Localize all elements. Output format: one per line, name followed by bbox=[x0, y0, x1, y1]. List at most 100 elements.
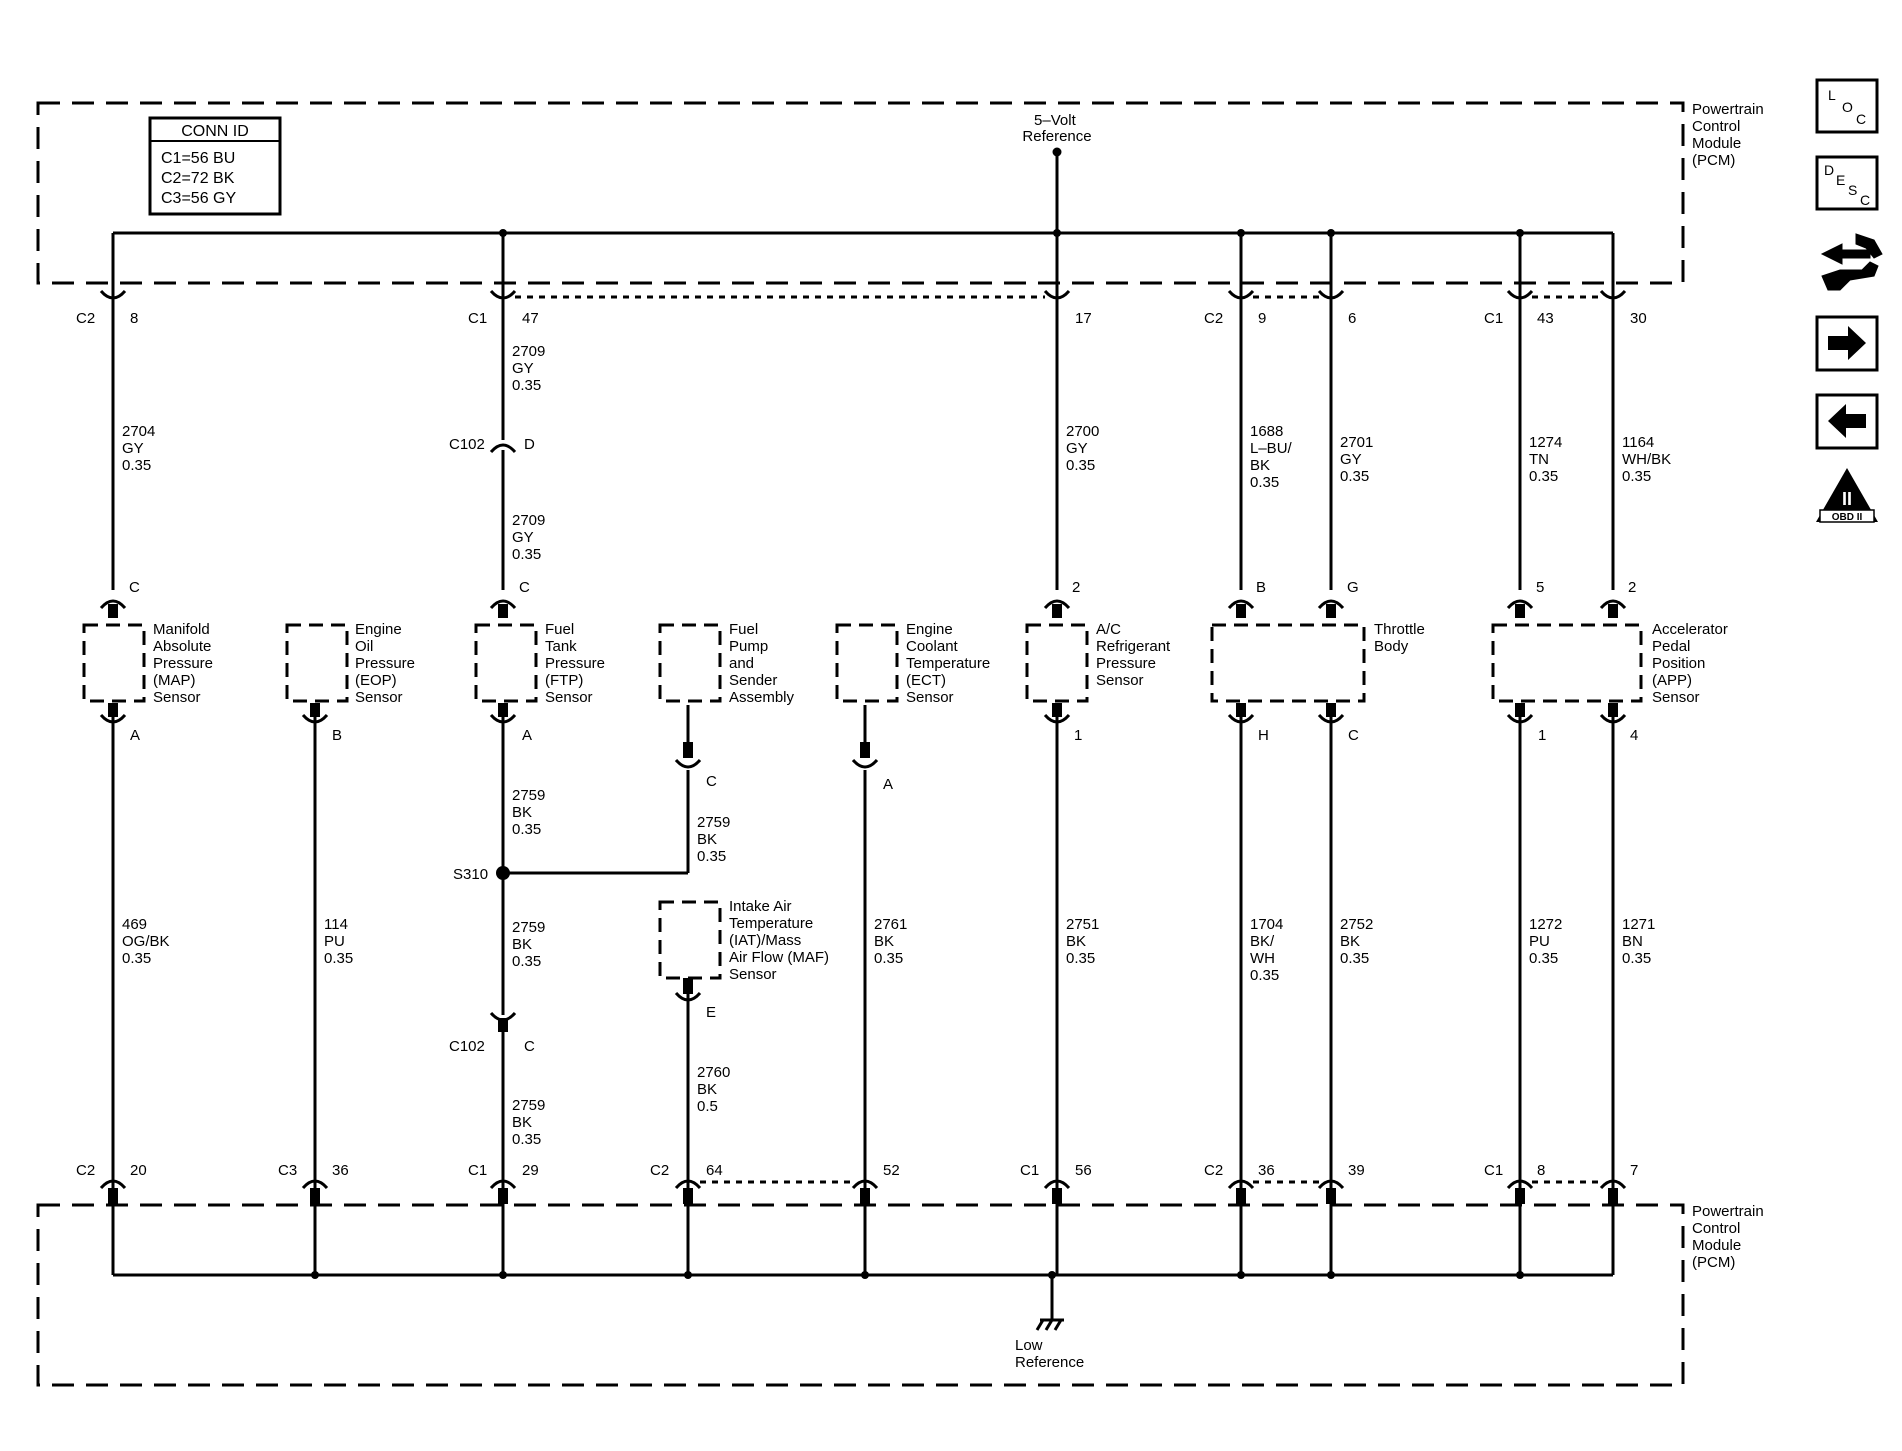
throttle-body-label: Throttle Body bbox=[1374, 621, 1429, 655]
splice-label: S310 bbox=[453, 866, 488, 883]
inline-connector-name: C102 bbox=[449, 1038, 485, 1055]
component-pin: C bbox=[1348, 727, 1359, 744]
component-pin: C bbox=[706, 773, 717, 790]
pin-number: 64 bbox=[706, 1162, 723, 1179]
component-pin: 5 bbox=[1536, 579, 1544, 596]
pcm-top-label: Powertrain Control Module (PCM) bbox=[1692, 101, 1768, 169]
connector-label: C1 bbox=[468, 310, 487, 327]
pin-number: 29 bbox=[522, 1162, 539, 1179]
five-volt-reference-bus bbox=[113, 147, 1613, 235]
pin-number: 36 bbox=[332, 1162, 349, 1179]
component-pin: B bbox=[332, 727, 342, 744]
pin-number: 39 bbox=[1348, 1162, 1365, 1179]
app-sensor-label: Accelerator Pedal Position (APP) Sensor bbox=[1652, 621, 1732, 706]
connector-label: C2 bbox=[1204, 310, 1223, 327]
component-pin: G bbox=[1347, 579, 1359, 596]
wire-color-continuation: BK bbox=[1250, 457, 1270, 474]
inline-connector-labels: C102 D C102 C S310 bbox=[449, 436, 535, 1055]
five-volt-reference-label: 5–Volt Reference bbox=[1022, 112, 1091, 145]
component-pin: 2 bbox=[1628, 579, 1636, 596]
pin-number: 9 bbox=[1258, 310, 1266, 327]
desc-button[interactable]: D E S C bbox=[1815, 155, 1879, 211]
svg-text:D: D bbox=[1824, 162, 1834, 178]
conn-id-entry: C3=56 GY bbox=[161, 190, 236, 207]
ftp-sensor-label: Fuel Tank Pressure (FTP) Sensor bbox=[545, 621, 609, 706]
inline-connector-pin: C bbox=[524, 1038, 535, 1055]
obd-ii-button[interactable]: II OBD II bbox=[1816, 468, 1878, 523]
inline-connector-name: C102 bbox=[449, 436, 485, 453]
service-icon-button[interactable] bbox=[1820, 233, 1883, 291]
top-pin-labels: C2 8 C1 47 17 C2 9 6 C1 43 30 bbox=[76, 310, 1647, 327]
component-boxes bbox=[82, 623, 1643, 980]
component-pin: A bbox=[522, 727, 532, 744]
pin-number: 52 bbox=[883, 1162, 900, 1179]
iat-maf-sensor-label: Intake Air Temperature (IAT)/Mass Air Fl… bbox=[729, 898, 833, 983]
ect-sensor-label: Engine Coolant Temperature (ECT) Sensor bbox=[906, 621, 994, 706]
eop-sensor-label: Engine Oil Pressure (EOP) Sensor bbox=[355, 621, 419, 706]
connector-label: C1 bbox=[468, 1162, 487, 1179]
pin-number: 8 bbox=[130, 310, 138, 327]
connector-label: C2 bbox=[76, 1162, 95, 1179]
inline-connector-pin: D bbox=[524, 436, 535, 453]
svg-text:C: C bbox=[1860, 192, 1870, 208]
low-reference-bus bbox=[113, 1273, 1613, 1331]
component-pin-labels: C A B C A C A 2 1 B G H C 5 2 1 4 E bbox=[129, 579, 1638, 1021]
pin-number: 17 bbox=[1075, 310, 1092, 327]
pin-number: 30 bbox=[1630, 310, 1647, 327]
connector-label: C1 bbox=[1020, 1162, 1039, 1179]
svg-text:OBD II: OBD II bbox=[1832, 512, 1863, 523]
svg-text:E: E bbox=[1836, 172, 1845, 188]
component-pin: A bbox=[883, 776, 893, 793]
connector-label: C1 bbox=[1484, 1162, 1503, 1179]
pin-number: 8 bbox=[1537, 1162, 1545, 1179]
pin-contacts bbox=[108, 604, 1618, 1204]
bottom-pin-labels: C2 20 C3 36 C1 29 C2 64 52 C1 56 C2 36 3… bbox=[76, 1162, 1638, 1179]
component-pin: H bbox=[1258, 727, 1269, 744]
component-pin: 1 bbox=[1074, 727, 1082, 744]
component-pin: E bbox=[706, 1004, 716, 1021]
map-sensor-label: Manifold Absolute Pressure (MAP) Sensor bbox=[153, 621, 217, 706]
component-pin: C bbox=[129, 579, 140, 596]
previous-arrow-button[interactable] bbox=[1815, 393, 1879, 450]
conn-id-entry: C1=56 BU bbox=[161, 150, 235, 167]
loc-button[interactable]: L O C bbox=[1815, 78, 1879, 134]
svg-text:S: S bbox=[1848, 182, 1857, 198]
next-arrow-button[interactable] bbox=[1815, 315, 1879, 372]
pin-number: 6 bbox=[1348, 310, 1356, 327]
connector-label: C2 bbox=[76, 310, 95, 327]
svg-text:C: C bbox=[1856, 111, 1866, 127]
splice-dot bbox=[496, 866, 510, 880]
connector-label: C2 bbox=[1204, 1162, 1223, 1179]
pin-number: 36 bbox=[1258, 1162, 1275, 1179]
component-pin: C bbox=[519, 579, 530, 596]
pcm-top-box bbox=[36, 101, 1685, 285]
pin-number: 56 bbox=[1075, 1162, 1092, 1179]
conn-id-table: CONN ID C1=56 BU C2=72 BK C3=56 GY bbox=[148, 116, 282, 216]
pcm-bottom-box bbox=[36, 1203, 1685, 1387]
component-pin: 2 bbox=[1072, 579, 1080, 596]
svg-text:II: II bbox=[1842, 489, 1852, 509]
pin-number: 7 bbox=[1630, 1162, 1638, 1179]
ac-pressure-sensor-label: A/C Refrigerant Pressure Sensor bbox=[1096, 621, 1174, 689]
low-reference-label: Low Reference bbox=[1015, 1337, 1084, 1371]
wire-color-continuation: WH bbox=[1250, 950, 1275, 967]
